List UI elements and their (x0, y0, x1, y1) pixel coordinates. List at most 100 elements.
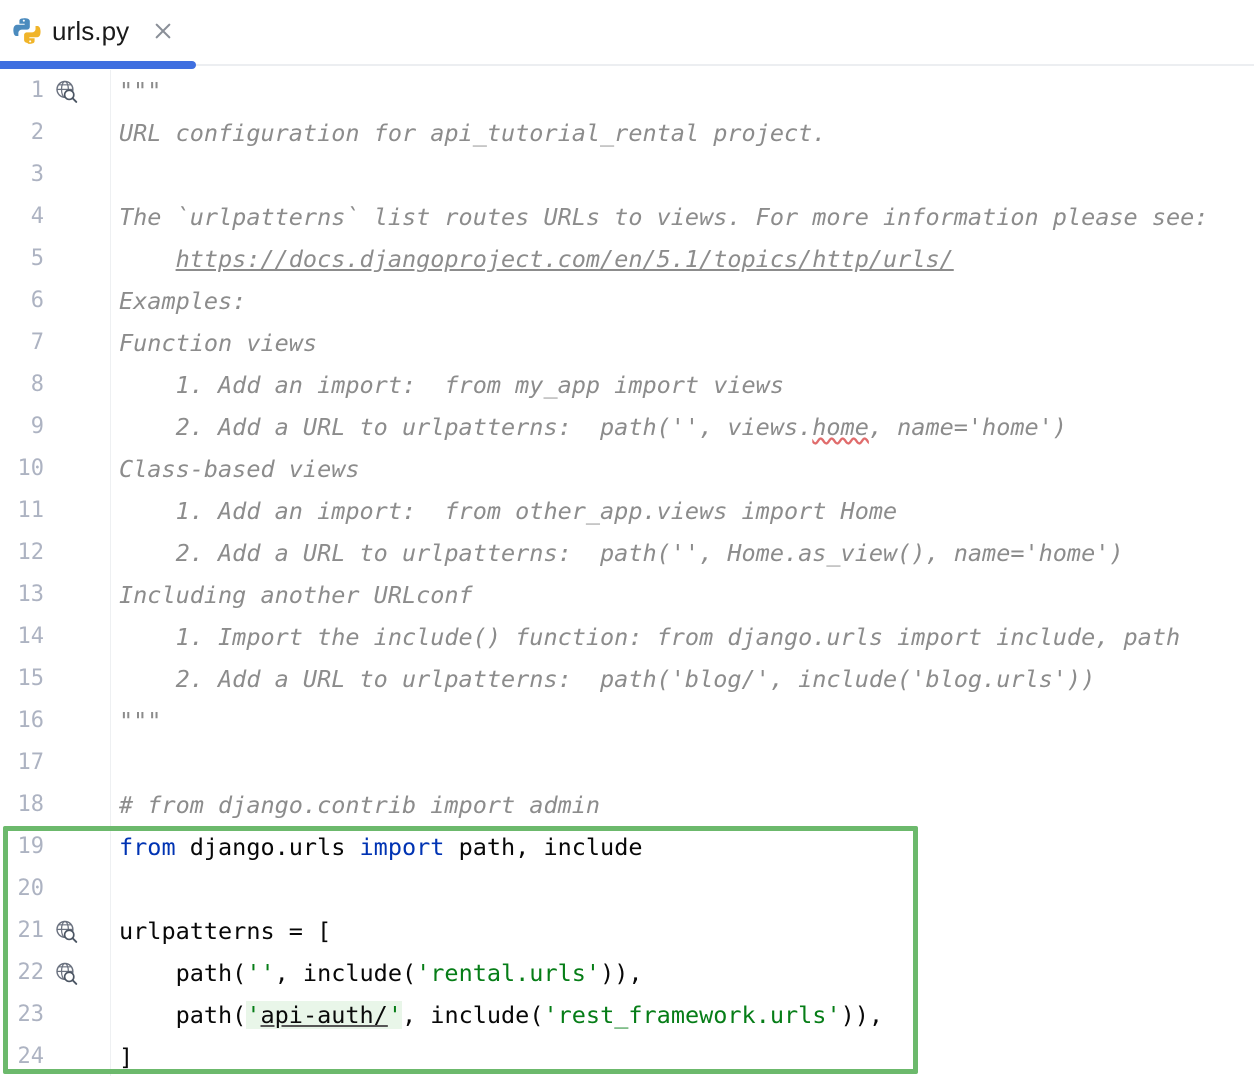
spellcheck-typo: home (812, 413, 869, 441)
code-fragment: )), (840, 1001, 884, 1029)
gutter-divider (110, 70, 111, 1076)
editor-line: 16 """ (0, 700, 1254, 742)
string-literal: 'rest_framework.urls' (543, 1001, 841, 1029)
editor-line: 15 2. Add a URL to urlpatterns: path('bl… (0, 658, 1254, 700)
imported-names: path, include (444, 833, 643, 861)
string-literal: '' (246, 959, 275, 987)
code-text: """ (119, 707, 162, 735)
editor-line: 20 (0, 868, 1254, 910)
code-editor[interactable]: 1 """ 2 URL configuration for api_tutori… (0, 70, 1254, 1076)
code-text: Examples: (119, 287, 247, 315)
editor-line: 11 1. Add an import: from other_app.view… (0, 490, 1254, 532)
editor-line: 9 2. Add a URL to urlpatterns: path('', … (0, 406, 1254, 448)
code-text: 1. Import the include() function: from d… (119, 623, 1181, 651)
line-number: 23 (17, 1002, 45, 1027)
line-number: 10 (17, 456, 45, 481)
code-text: https://docs.djangoproject.com/en/5.1/to… (119, 238, 954, 280)
progress-bar (0, 61, 196, 69)
editor-line: 18 # from django.contrib import admin (0, 784, 1254, 826)
code-text: ] (119, 1043, 134, 1071)
code-fragment: , include( (402, 1001, 544, 1029)
line-number: 24 (17, 1044, 45, 1069)
code-fragment: 2. Add a URL to urlpatterns: path('', vi… (119, 413, 813, 441)
code-fragment: )), (600, 959, 643, 987)
editor-line: 21 urlpatterns = [ (0, 910, 1254, 952)
keyword-import: import (359, 833, 445, 861)
code-text: Including another URLconf (119, 581, 473, 609)
editor-tab-bar: urls.py (0, 0, 1254, 62)
editor-line: 22 path('', include('rental.urls')), (0, 952, 1254, 994)
code-text: # from django.contrib import admin (119, 791, 601, 819)
docs-url-link[interactable]: https://docs.djangoproject.com/en/5.1/to… (175, 245, 954, 273)
editor-line: 24 ] (0, 1036, 1254, 1076)
line-number: 12 (17, 540, 45, 565)
line-number: 21 (17, 918, 45, 943)
editor-line: 12 2. Add a URL to urlpatterns: path('',… (0, 532, 1254, 574)
quote-close: ' (387, 1001, 402, 1029)
line-number: 18 (17, 792, 45, 817)
code-text: from django.urls import path, include (119, 826, 643, 868)
editor-line: 1 """ (0, 70, 1254, 112)
line-number: 17 (17, 750, 45, 775)
code-text: 1. Add an import: from my_app import vie… (119, 371, 784, 399)
line-number: 2 (30, 120, 44, 145)
code-text: path('', include('rental.urls')), (119, 952, 643, 994)
django-url-globe-icon[interactable] (54, 79, 79, 104)
indent (119, 245, 176, 273)
line-number: 5 (30, 246, 44, 271)
editor-line: 7 Function views (0, 322, 1254, 364)
tab-urls-py[interactable]: urls.py (0, 0, 189, 62)
line-number: 9 (30, 414, 44, 439)
line-number: 7 (30, 330, 44, 355)
python-file-icon (13, 18, 41, 44)
django-url-globe-icon[interactable] (54, 919, 79, 944)
line-number: 11 (17, 498, 45, 523)
code-text: Function views (119, 329, 318, 357)
close-icon[interactable] (151, 19, 175, 43)
api-auth-url-token[interactable]: api-auth/ (260, 1001, 388, 1029)
keyword-from: from (119, 833, 176, 861)
line-number: 3 (30, 162, 44, 187)
editor-progress-strip (0, 61, 1254, 70)
code-text: 2. Add a URL to urlpatterns: path('', vi… (119, 406, 1067, 448)
code-text: The `urlpatterns` list routes URLs to vi… (119, 203, 1209, 231)
line-number: 14 (17, 624, 45, 649)
editor-line: 14 1. Import the include() function: fro… (0, 616, 1254, 658)
editor-line: 13 Including another URLconf (0, 574, 1254, 616)
line-number: 19 (17, 834, 45, 859)
progress-track (0, 64, 1254, 66)
quote-open: ' (246, 1001, 261, 1029)
editor-line: 2 URL configuration for api_tutorial_ren… (0, 112, 1254, 154)
editor-line: 19 from django.urls import path, include (0, 826, 1254, 868)
code-text: URL configuration for api_tutorial_renta… (119, 119, 827, 147)
line-number: 6 (30, 288, 44, 313)
editor-line: 23 path('api-auth/', include('rest_frame… (0, 994, 1254, 1036)
line-number: 4 (30, 204, 44, 229)
line-number: 13 (17, 582, 45, 607)
editor-line: 5 https://docs.djangoproject.com/en/5.1/… (0, 238, 1254, 280)
code-text: 2. Add a URL to urlpatterns: path('', Ho… (119, 539, 1124, 567)
editor-line: 10 Class-based views (0, 448, 1254, 490)
code-text: urlpatterns = [ (119, 917, 332, 945)
editor-line: 17 (0, 742, 1254, 784)
editor-line: 3 (0, 154, 1254, 196)
line-number: 16 (17, 708, 45, 733)
code-text: Class-based views (119, 455, 360, 483)
code-fragment: , name='home') (868, 413, 1067, 441)
code-fragment: path( (119, 959, 247, 987)
code-text: """ (119, 77, 162, 105)
editor-line: 8 1. Add an import: from my_app import v… (0, 364, 1254, 406)
code-fragment: path( (119, 1001, 247, 1029)
code-text: path('api-auth/', include('rest_framewor… (119, 994, 883, 1036)
django-url-globe-icon[interactable] (54, 961, 79, 986)
tab-title: urls.py (52, 15, 130, 46)
code-text: 2. Add a URL to urlpatterns: path('blog/… (119, 665, 1096, 693)
string-literal: 'rental.urls' (416, 959, 601, 987)
line-number: 1 (30, 78, 44, 103)
line-number: 20 (17, 876, 45, 901)
line-number: 15 (17, 666, 45, 691)
code-fragment: , include( (274, 959, 417, 987)
line-number: 8 (30, 372, 44, 397)
editor-line: 4 The `urlpatterns` list routes URLs to … (0, 196, 1254, 238)
editor-line: 6 Examples: (0, 280, 1254, 322)
